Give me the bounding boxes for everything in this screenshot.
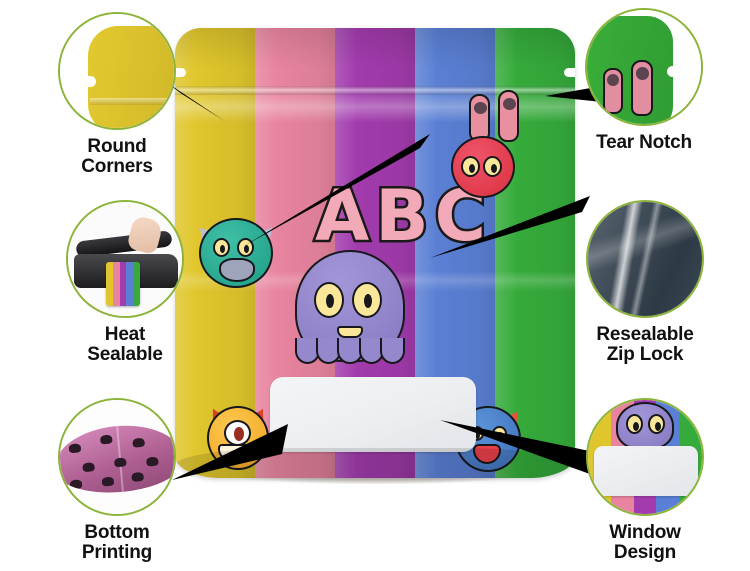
pointer-bottom-printing [172,424,292,484]
callout-label-window-design: Window Design [609,522,681,563]
tear-notch-left [175,68,186,77]
pointer-heat-sealable [244,134,434,254]
callout-label-heat-sealable: Heat Sealable [87,324,163,365]
red-spiky-monster [451,136,515,198]
callout-label-round-corners: Round Corners [81,136,153,177]
purple-octopus-monster [616,402,674,450]
window-design-artwork [588,400,702,514]
monster-leg-right [498,90,519,142]
callout-label-tear-notch: Tear Notch [596,132,692,153]
purple-octopus-monster [295,250,406,364]
callout-label-resealable-zip-lock: Resealable Zip Lock [596,324,694,365]
monster-leg-left [469,94,490,142]
pink-monster-legs [467,90,525,142]
monster-belly [219,258,255,282]
callout-bottom-printing[interactable]: Bottom Printing [58,398,176,563]
monster-mouth [337,326,363,338]
callout-bubble-resealable-zip-lock[interactable] [586,200,704,318]
callout-tear-notch[interactable]: Tear Notch [585,8,703,153]
clear-window-panel [594,446,698,496]
tear-notch-artwork [587,10,701,124]
round-corners-artwork [60,14,174,128]
callout-resealable-zip-lock[interactable]: Resealable Zip Lock [586,200,704,365]
callout-round-corners[interactable]: Round Corners [58,12,176,177]
callout-heat-sealable[interactable]: Heat Sealable [66,200,184,365]
octopus-tentacles [295,338,406,364]
callout-bubble-window-design[interactable] [586,398,704,516]
mini-pouch [106,262,140,306]
pointer-window-design [440,420,615,495]
callout-bubble-bottom-printing[interactable] [58,398,176,516]
callout-bubble-tear-notch[interactable] [585,8,703,126]
callout-bubble-round-corners[interactable] [58,12,176,130]
teal-furry-monster [194,218,278,288]
tear-notch-right [564,68,575,77]
clear-window-panel [270,377,476,452]
callout-bubble-heat-sealable[interactable] [66,200,184,318]
zip-lock-artwork [588,202,702,316]
bottom-printing-artwork [60,400,174,514]
heat-sealable-artwork [68,202,182,316]
pointer-round-corners [160,78,230,128]
abc-letter-b: B [373,175,431,257]
monster-mouth [473,444,501,464]
callout-window-design[interactable]: Window Design [586,398,704,563]
pointer-resealable-zip-lock [430,196,595,266]
callout-label-bottom-printing: Bottom Printing [81,522,153,563]
